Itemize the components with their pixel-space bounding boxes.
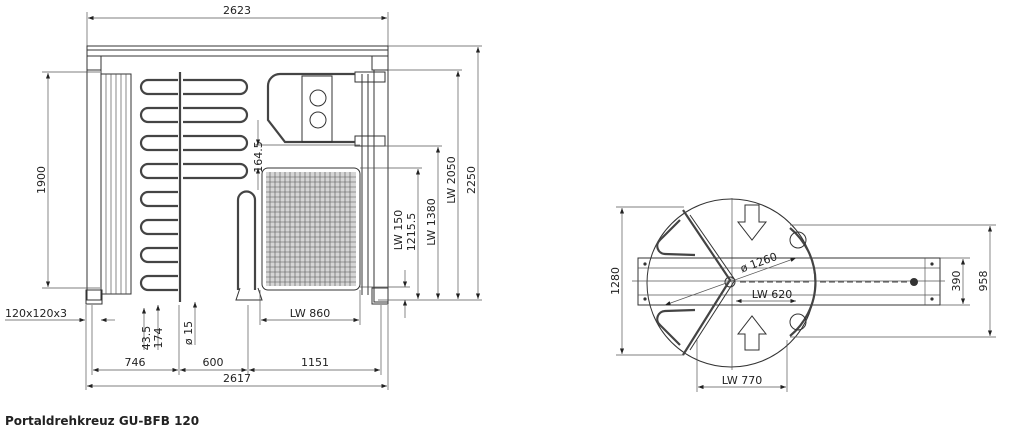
dim-lw-860: LW 860	[290, 307, 331, 320]
dim-height-left: 1900	[35, 166, 48, 194]
dim-seg-600: 600	[203, 356, 224, 369]
dim-lw-2050: LW 2050	[445, 156, 458, 204]
gate-upper-frame	[266, 72, 355, 144]
dim-seg-1151: 1151	[301, 356, 329, 369]
right-post	[354, 69, 389, 305]
dim-seg-746: 746	[125, 356, 146, 369]
direction-arrow-up-icon	[736, 315, 768, 351]
drawing-title: Portaldrehkreuz GU-BFB 120	[5, 414, 200, 428]
dim-958: 958	[977, 271, 990, 292]
front-view: 2623	[5, 4, 482, 390]
gate-grid-panel	[261, 74, 369, 295]
dim-height-2250: 2250	[465, 166, 478, 194]
dim-43-5: 43.5	[140, 326, 153, 351]
turnstile-rotor	[139, 72, 263, 302]
dim-width-1280: 1280	[609, 267, 622, 295]
dim-174: 174	[152, 328, 165, 349]
dim-390: 390	[950, 271, 963, 292]
rotation-circle	[646, 198, 816, 368]
dim-164-5: 164.5	[252, 141, 265, 173]
dim-lw-620: LW 620	[752, 288, 793, 301]
left-post	[85, 69, 132, 305]
direction-arrow-down-icon	[736, 204, 768, 241]
gate-hinge	[910, 278, 918, 286]
top-view: ø 1260 LW 620 1280 390 958 LW 770	[609, 198, 996, 392]
dim-diameter-15: ø 15	[182, 321, 195, 345]
dim-overall-width-bottom: 2617	[223, 372, 251, 385]
dim-lw-150: LW 150	[392, 210, 405, 251]
portal-roof	[86, 45, 389, 71]
stroller-icon	[309, 89, 327, 107]
dim-1215-5: 1215.5	[405, 213, 418, 252]
dim-post-profile: 120x120x3	[5, 307, 67, 320]
dim-lw-1380: LW 1380	[425, 198, 438, 246]
wheelchair-icon	[309, 111, 327, 129]
dim-overall-width-top: 2623	[223, 4, 251, 17]
dim-lw-770: LW 770	[722, 374, 763, 387]
